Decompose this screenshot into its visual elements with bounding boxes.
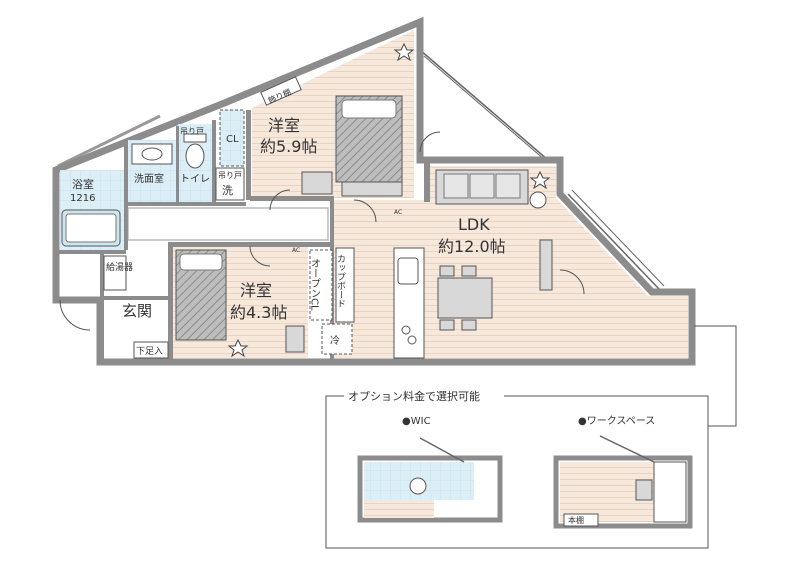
toilet-label: トイレ: [180, 174, 210, 185]
entrance-label: 玄関: [122, 302, 152, 320]
open-closet: [309, 249, 333, 321]
room2-name: 洋室: [240, 281, 272, 300]
bathtub: [61, 209, 121, 247]
option-connector: [694, 325, 737, 427]
option-workspace-label: ●ワークスペース: [578, 415, 655, 427]
cupboard-label: カップボード: [335, 254, 346, 308]
storage-door-2-label: 吊り戸: [218, 171, 242, 180]
washer-space: [215, 167, 245, 201]
bath-name: 浴室: [72, 177, 94, 191]
fridge-label: 冷: [330, 334, 340, 347]
option-title-bg: [344, 388, 504, 404]
ac-2-label: AC: [292, 247, 300, 254]
option-title: オプション料金で選択可能: [348, 389, 480, 403]
kitchen-counter: [393, 247, 425, 359]
room2-size: 約4.3帖: [230, 303, 287, 322]
desk-2: [285, 325, 305, 353]
tv-stand: [539, 239, 553, 291]
ac-1-label: AC: [394, 209, 402, 216]
bed-2: [175, 249, 227, 341]
ldk-name: LDK: [458, 215, 490, 234]
bookshelf-label: 本棚: [568, 515, 584, 525]
cupboard: [335, 247, 355, 323]
water-heater-label: 給湯器: [106, 261, 133, 273]
closet: [219, 109, 245, 167]
hallway: [127, 207, 329, 241]
fridge-space: [321, 323, 353, 355]
closet-label: CL: [226, 134, 239, 145]
desk-1: [301, 171, 403, 197]
shoe-storage-label: 下足入: [136, 346, 163, 357]
washer-label: 洗: [222, 184, 233, 197]
washroom-label: 洗面室: [134, 172, 164, 185]
bath-size: 1216: [70, 193, 95, 204]
toilet-fixture: [183, 133, 207, 169]
dining-table: [437, 265, 493, 331]
open-closet-label: オープンCL: [309, 258, 320, 311]
sofa: [435, 169, 547, 209]
room1-name: 洋室: [268, 116, 300, 135]
option-wic-label: ●WIC: [402, 416, 431, 427]
bed-1: [335, 95, 403, 183]
plant-icon: [227, 42, 551, 358]
ldk-size: 約12.0帖: [438, 237, 506, 256]
option-wic-plan: [357, 437, 503, 523]
room1-size: 約5.9帖: [260, 137, 317, 156]
storage-door-1-label: 吊り戸: [180, 127, 204, 136]
entrance-area: [103, 255, 169, 359]
wash-basin: [131, 143, 173, 165]
balcony: [57, 49, 665, 291]
display-shelf: [260, 76, 302, 106]
option-workspace-plan: [553, 435, 693, 529]
